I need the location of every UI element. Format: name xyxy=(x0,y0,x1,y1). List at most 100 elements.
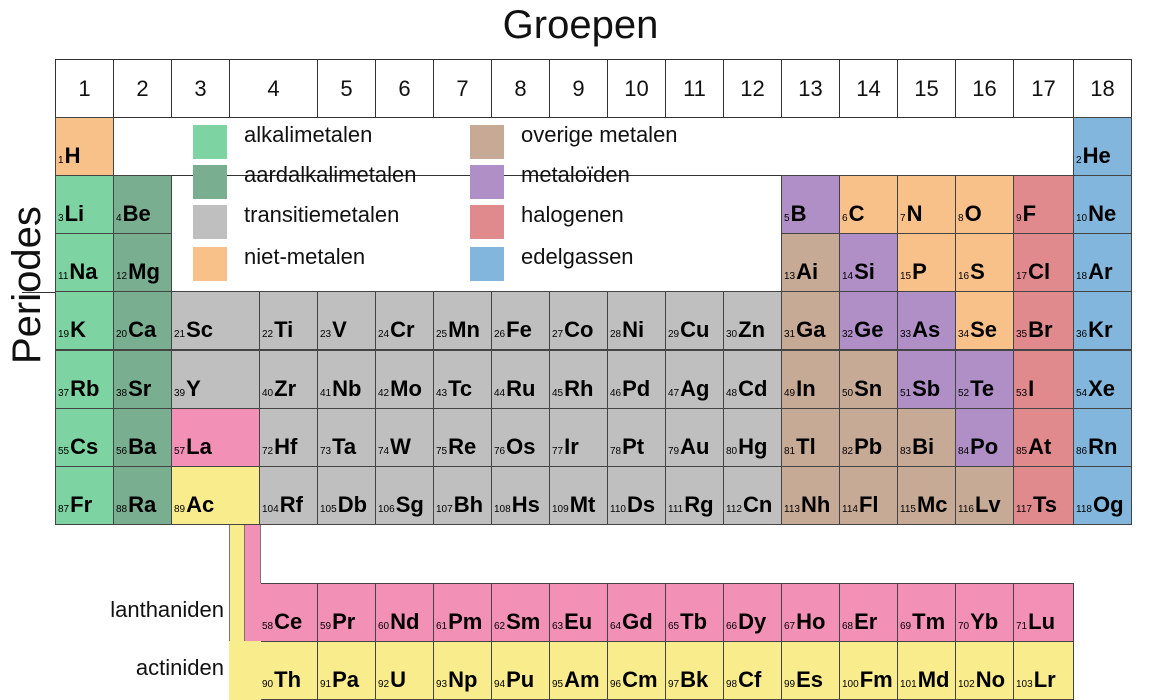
element-cm: 96Cm xyxy=(607,641,666,700)
legend-label-metalloid: metaloïden xyxy=(521,162,630,187)
legend-label-transition: transitiemetalen xyxy=(244,202,400,227)
legend-swatch-alkaline xyxy=(193,165,227,199)
atomic-number: 46 xyxy=(610,388,622,399)
atomic-number: 9 xyxy=(1016,213,1022,224)
group-header-1: 1 xyxy=(55,59,114,118)
element-zr: 40Zr xyxy=(259,350,318,409)
atomic-number: 60 xyxy=(378,621,390,632)
element-rf: 104Rf xyxy=(259,466,318,525)
atomic-number: 7 xyxy=(900,213,906,224)
atomic-number: 40 xyxy=(262,388,274,399)
element-db: 105Db xyxy=(317,466,376,525)
element-ru: 44Ru xyxy=(491,350,550,409)
element-pu: 94Pu xyxy=(491,641,550,700)
atomic-number: 13 xyxy=(784,271,796,282)
element-mt: 109Mt xyxy=(549,466,608,525)
atomic-number: 55 xyxy=(58,446,70,457)
element-symbol: Rh xyxy=(564,376,594,401)
atomic-number: 110 xyxy=(610,504,626,515)
legend-swatch-metalloid xyxy=(470,165,504,199)
group-header-12: 12 xyxy=(723,59,782,118)
group-header-16: 16 xyxy=(955,59,1014,118)
row-label-actinides: actiniden xyxy=(135,655,224,680)
atomic-number: 17 xyxy=(1016,271,1028,282)
element-symbol: Ru xyxy=(506,376,536,401)
element-symbol: Ho xyxy=(796,609,826,634)
element-symbol: P xyxy=(912,259,927,284)
element-symbol: Nh xyxy=(800,492,831,517)
element-ba: 56Ba xyxy=(113,408,172,467)
element-symbol: Sb xyxy=(912,376,941,401)
element-symbol: Na xyxy=(69,259,98,284)
element-bk: 97Bk xyxy=(665,641,724,700)
atomic-number: 81 xyxy=(784,446,796,457)
element-symbol: Ce xyxy=(274,609,303,634)
element-symbol: S xyxy=(970,259,985,284)
element-symbol: Lr xyxy=(1033,667,1056,692)
atomic-number: 27 xyxy=(552,329,564,340)
row-label-lanthanides: lanthaniden xyxy=(110,597,224,622)
atomic-number: 95 xyxy=(552,679,564,690)
legend-swatch-noble xyxy=(470,247,504,281)
element-symbol: Pu xyxy=(506,667,535,692)
element-yb: 70Yb xyxy=(955,583,1014,642)
element-kr: 36Kr xyxy=(1073,291,1132,350)
element-og: 118Og xyxy=(1073,466,1132,525)
element-symbol: O xyxy=(964,201,982,226)
element-symbol: Si xyxy=(854,259,875,284)
atomic-number: 34 xyxy=(958,329,970,340)
element-ne: 10Ne xyxy=(1073,175,1132,234)
element-symbol: Np xyxy=(448,667,478,692)
element-ai: 13Ai xyxy=(781,233,840,292)
atomic-number: 30 xyxy=(726,329,738,340)
atomic-number: 98 xyxy=(726,679,738,690)
atomic-number: 59 xyxy=(320,621,332,632)
element-symbol: Db xyxy=(337,492,368,517)
element-er: 68Er xyxy=(839,583,898,642)
atomic-number: 5 xyxy=(784,213,790,224)
group-header-17: 17 xyxy=(1013,59,1074,118)
atomic-number: 57 xyxy=(174,446,186,457)
element-sg: 106Sg xyxy=(375,466,434,525)
element-dy: 66Dy xyxy=(723,583,782,642)
element-symbol: Te xyxy=(970,376,995,401)
element-p: 15P xyxy=(897,233,956,292)
element-fm: 100Fm xyxy=(839,641,898,700)
atomic-number: 47 xyxy=(668,388,680,399)
element-eu: 63Eu xyxy=(549,583,608,642)
element-symbol: Ti xyxy=(274,317,294,342)
element-symbol: F xyxy=(1022,201,1037,226)
legend-label-other: overige metalen xyxy=(521,122,678,147)
element-he: 2He xyxy=(1073,117,1132,176)
element-symbol: Bi xyxy=(912,434,935,459)
element-symbol: Nd xyxy=(390,609,420,634)
group-header-3: 3 xyxy=(171,59,230,118)
atomic-number: 114 xyxy=(842,504,858,515)
element-pr: 59Pr xyxy=(317,583,376,642)
element-symbol: At xyxy=(1028,434,1052,459)
element-no: 102No xyxy=(955,641,1014,700)
atomic-number: 66 xyxy=(726,621,738,632)
element-symbol: Ai xyxy=(796,259,819,284)
atomic-number: 37 xyxy=(58,388,70,399)
group-header-5: 5 xyxy=(317,59,376,118)
atomic-number: 43 xyxy=(436,388,448,399)
element-co: 27Co xyxy=(549,291,608,350)
element-symbol: U xyxy=(390,667,407,692)
element-symbol: Bh xyxy=(453,492,484,517)
element-symbol: Ta xyxy=(332,434,357,459)
element-hs: 108Hs xyxy=(491,466,550,525)
atomic-number: 28 xyxy=(610,329,622,340)
element-symbol: Eu xyxy=(564,609,593,634)
element-symbol: Hf xyxy=(274,434,298,459)
element-symbol: Zr xyxy=(274,376,297,401)
element-ho: 67Ho xyxy=(781,583,840,642)
atomic-number: 33 xyxy=(900,329,912,340)
element-symbol: Ni xyxy=(622,317,645,342)
element-symbol: B xyxy=(790,201,807,226)
element-rn: 86Rn xyxy=(1073,408,1132,467)
atomic-number: 19 xyxy=(58,329,70,340)
element-symbol: Mt xyxy=(569,492,596,517)
element-symbol: W xyxy=(390,434,411,459)
atomic-number: 53 xyxy=(1016,388,1028,399)
